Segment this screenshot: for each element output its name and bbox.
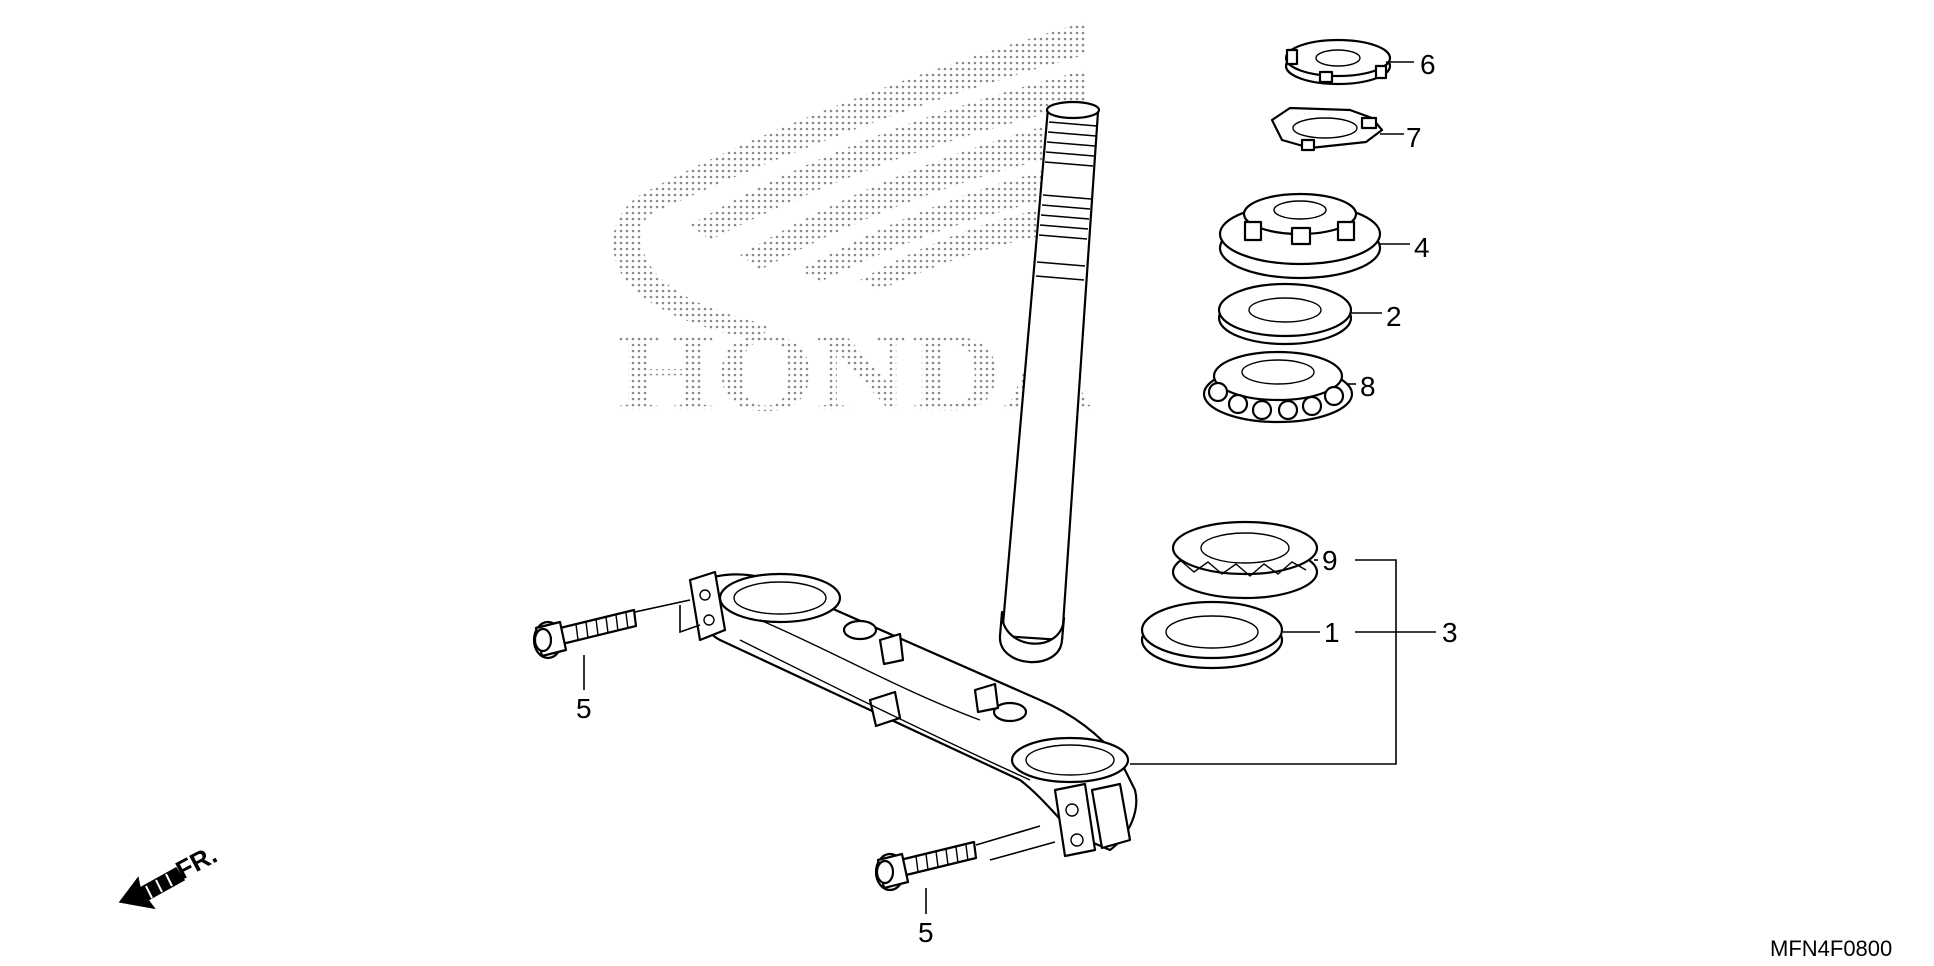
callout-7: 7 [1406,122,1422,153]
honda-logo-text: HONDA [615,311,1095,435]
callout-2: 2 [1386,301,1402,332]
steering-bearing-adjusting-nut [1218,192,1382,280]
bolt-guide-lines [634,599,1056,861]
callout-5-right: 5 [918,917,934,948]
callout-numbers: 6 7 4 2 8 9 1 3 5 5 [576,49,1458,948]
callout-1: 1 [1324,617,1340,648]
callout-6: 6 [1420,49,1436,80]
diagram-code: MFN4F0800 [1770,936,1892,961]
lower-dust-seal [1140,600,1284,670]
flange-bolt-right [874,840,978,892]
steering-stem-lock-nut [1284,38,1392,86]
callout-3: 3 [1442,617,1458,648]
front-direction-arrow-icon [118,867,186,910]
callout-8: 8 [1360,371,1376,402]
steering-stem [998,100,1101,664]
callout-leader-lines [583,61,1436,914]
callout-5-left: 5 [576,693,592,724]
upper-steering-bearing [1202,350,1354,424]
steering-stem-bottom-bridge [688,570,1138,858]
callout-4: 4 [1414,232,1430,263]
lower-steering-bearing [1171,520,1319,600]
lock-washer [1270,106,1384,152]
callout-9: 9 [1322,545,1338,576]
flange-bolt-left [532,608,638,660]
dust-seal [1217,282,1353,346]
honda-wing-watermark [613,22,1085,340]
